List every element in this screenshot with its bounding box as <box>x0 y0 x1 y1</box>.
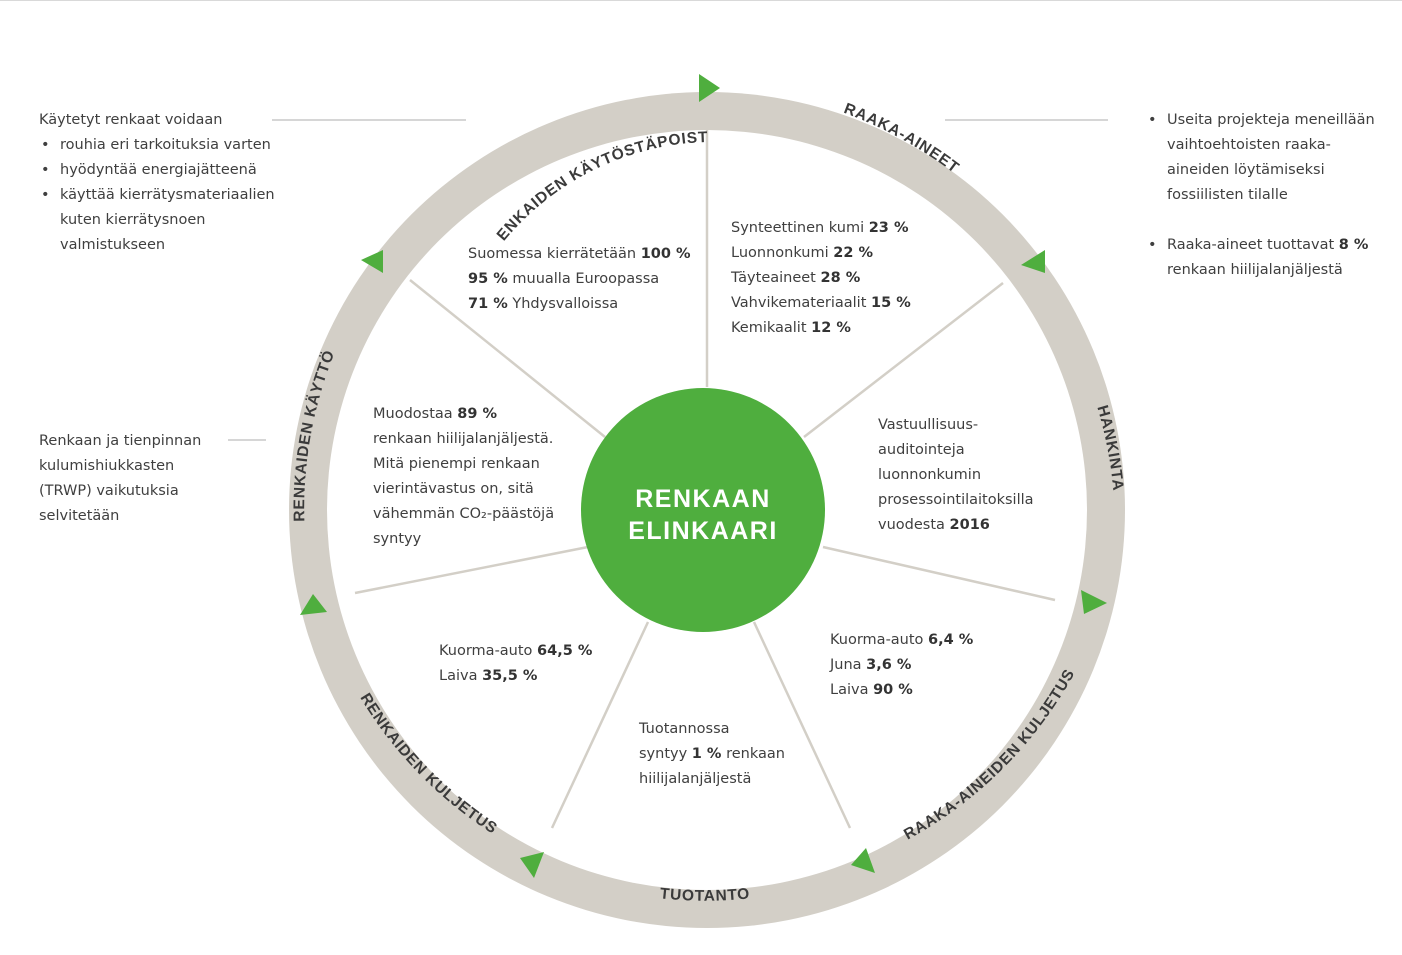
arrow-icon <box>361 250 383 273</box>
center-title-line1: RENKAAN <box>635 485 771 513</box>
kaytto-line: vierintävastus on, sitä <box>373 481 534 497</box>
kaytto-line: renkaan hiilijalanjäljestä. <box>373 431 554 447</box>
recycling-europe: 95 % muualla Euroopassa <box>468 271 660 287</box>
arrow-icon <box>699 74 720 102</box>
trwp-line: Renkaan ja tienpinnan <box>39 433 202 449</box>
top-divider <box>0 0 1402 1</box>
list-item: rouhia eri tarkoituksia varten <box>39 133 294 158</box>
transport-row: Kuorma-auto 6,4 % <box>830 632 974 648</box>
list-item: käyttää kierrätysmateriaalien kuten kier… <box>39 183 294 258</box>
side-note-list: Raaka-aineet tuottavat 8 % renkaan hiili… <box>1146 233 1391 283</box>
side-note-list: Useita projekteja meneillään vaihtoehtoi… <box>1146 108 1391 208</box>
material-row: Vahvikemateriaalit 15 % <box>731 295 911 311</box>
material-row: Kemikaalit 12 % <box>731 320 851 336</box>
spoke-left <box>354 545 589 595</box>
hankinta-line: Vastuullisuus- <box>878 417 979 433</box>
hankinta-line: vuodesta 2016 <box>878 517 990 533</box>
spoke-lower-right <box>752 621 852 829</box>
spoke-right <box>822 545 1056 602</box>
segment-renkaiden-kaytto-text: Muodostaa 89 % renkaan hiilijalanjäljest… <box>373 402 554 552</box>
center-circle <box>581 388 825 632</box>
segment-raaka-aineet-text: Synteettinen kumi 23 % Luonnonkumi 22 % … <box>731 216 911 341</box>
arrow-icon <box>1081 590 1107 614</box>
hankinta-line: prosessointilaitoksilla <box>878 492 1034 508</box>
center-title-line2: ELINKAARI <box>628 517 778 545</box>
hankinta-line: auditointeja <box>878 442 965 458</box>
leader-lines <box>228 119 1108 441</box>
material-row: Täyteaineet 28 % <box>731 270 861 286</box>
material-row: Luonnonkumi 22 % <box>731 245 873 261</box>
transport-row: Juna 3,6 % <box>830 657 912 673</box>
recycling-finland: Suomessa kierrätetään 100 % <box>468 246 691 262</box>
segment-kaytostapoisto-text: Suomessa kierrätetään 100 % 95 % muualla… <box>468 242 691 317</box>
tuotanto-line: hiilijalanjäljestä <box>639 771 752 787</box>
side-note-list: rouhia eri tarkoituksia varten hyödyntää… <box>39 133 294 258</box>
spoke-upper-right <box>803 282 1004 438</box>
tuotanto-line: Tuotannossa <box>639 721 730 737</box>
trwp-line: kulumishiukkasten <box>39 458 175 474</box>
tuotanto-line: syntyy 1 % renkaan <box>639 746 785 762</box>
segment-hankinta-text: Vastuullisuus- auditointeja luonnonkumin… <box>878 413 1034 538</box>
spoke-upper-left <box>409 279 606 438</box>
kaytto-line: vähemmän CO₂-päästöjä <box>373 506 555 522</box>
kaytto-line: syntyy <box>373 531 422 547</box>
side-note-intro: Käytetyt renkaat voidaan <box>39 112 223 128</box>
arrow-icon <box>520 852 544 878</box>
segment-tuotanto-text: Tuotannossa syntyy 1 % renkaan hiilijala… <box>639 717 785 792</box>
transport-row: Laiva 90 % <box>830 682 913 698</box>
side-note-trwp: Renkaan ja tienpinnan kulumishiukkasten … <box>39 429 229 529</box>
list-item: hyödyntää energiajätteenä <box>39 158 294 183</box>
side-note-raw-materials: Useita projekteja meneillään vaihtoehtoi… <box>1146 108 1391 283</box>
transport-row: Kuorma-auto 64,5 % <box>439 643 593 659</box>
trwp-line: (TRWP) vaikutuksia <box>39 483 179 499</box>
transport-row: Laiva 35,5 % <box>439 668 538 684</box>
list-item: Useita projekteja meneillään vaihtoehtoi… <box>1146 108 1391 208</box>
arrow-icon <box>1021 250 1045 273</box>
spokes <box>354 125 1056 829</box>
arrow-icon <box>300 594 327 615</box>
recycling-usa: 71 % Yhdysvalloissa <box>468 296 619 312</box>
kaytto-line: Muodostaa 89 % <box>373 406 498 422</box>
arrow-icon <box>851 848 875 873</box>
side-note-end-of-life: Käytetyt renkaat voidaan rouhia eri tark… <box>39 108 294 258</box>
segment-renkaiden-kuljetus-text: Kuorma-auto 64,5 % Laiva 35,5 % <box>439 639 592 689</box>
trwp-line: selvitetään <box>39 508 120 524</box>
spoke-lower-left <box>550 621 650 829</box>
cycle-arrows <box>300 74 1107 878</box>
hankinta-line: luonnonkumin <box>878 467 982 483</box>
material-row: Synteettinen kumi 23 % <box>731 220 909 236</box>
segment-raaka-aineiden-kuljetus-text: Kuorma-auto 6,4 % Juna 3,6 % Laiva 90 % <box>830 628 973 703</box>
kaytto-line: Mitä pienempi renkaan <box>373 456 540 472</box>
stage-label-tuotanto: TUOTANTO <box>659 885 751 904</box>
list-item: Raaka-aineet tuottavat 8 % renkaan hiili… <box>1146 233 1391 283</box>
